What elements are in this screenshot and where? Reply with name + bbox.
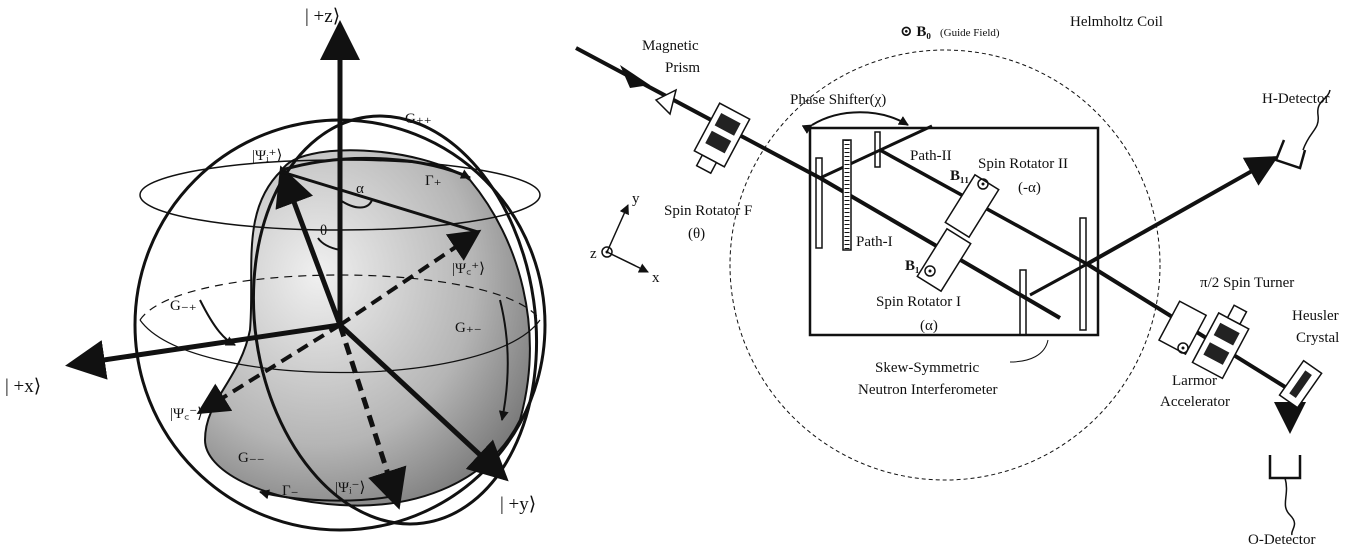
interferometer-label-2: Neutron Interferometer <box>858 382 998 398</box>
incoming-beam-arrow <box>620 65 650 88</box>
crystal-label: Crystal <box>1296 330 1339 346</box>
psi-f-plus-vector <box>338 229 482 327</box>
plate-1 <box>815 157 823 249</box>
bloch-sphere-diagram: | +z⟩ | +x⟩ | +y⟩ |Ψᵢ⁺⟩ |Ψ꜀⁺⟩ |Ψ꜀⁻⟩ |Ψᵢ⁻… <box>5 6 547 532</box>
psi-f-plus-label: |Ψ꜀⁺⟩ <box>452 261 485 277</box>
magnetic-prism <box>654 88 678 116</box>
b-ii-field-symbol <box>977 178 989 190</box>
spin-rotator-f-label: Spin Rotator F <box>664 203 752 219</box>
h-beam <box>1086 156 1279 266</box>
alpha-label: α <box>356 181 364 197</box>
theta-label: θ <box>320 223 327 239</box>
b-i-label: B₁ <box>905 258 920 274</box>
axis-y-label: | +y⟩ <box>500 494 536 515</box>
Gamma-minus-label: Γ₋ <box>282 483 299 499</box>
equator-back <box>139 274 541 321</box>
gamma-plus-path <box>281 156 471 180</box>
Gamma-plus-label: Γ₊ <box>425 173 442 189</box>
spin-rotator-ii-label: Spin Rotator II <box>978 156 1068 172</box>
b-ii-label: B₁₁ <box>950 168 969 184</box>
path-ii-label: Path-II <box>910 148 952 164</box>
spin-turner-label: π/2 Spin Turner <box>1200 275 1294 291</box>
spin-rotator-f <box>693 102 751 175</box>
o-detector-label: O-Detector <box>1248 532 1315 547</box>
spin-rotator-f-angle: (θ) <box>688 226 705 242</box>
guide-field-symbol: ⊙ B₀ <box>900 24 931 40</box>
interferometer-label-1: Skew-Symmetric <box>875 360 979 376</box>
path-ii-beam <box>819 124 933 180</box>
plate-4 <box>1079 217 1087 331</box>
psi-i-minus-vector <box>337 324 407 510</box>
b-i-field-symbol <box>924 265 936 277</box>
G-pp-label: G₊₊ <box>405 111 432 127</box>
plate-2 <box>874 131 881 168</box>
accelerator-label: Accelerator <box>1160 394 1230 410</box>
coord-x-label: x <box>652 270 660 286</box>
prism-label: Prism <box>665 60 700 76</box>
psi-i-plus-to-f-plus-chord <box>281 170 479 234</box>
G-minus-plus-arc <box>199 299 236 346</box>
axis-z-label: | +z⟩ <box>305 6 340 27</box>
phase-shifter-label: Phase Shifter(χ) <box>790 92 886 108</box>
interferometer-box <box>808 126 1100 337</box>
b-i-field-dot <box>928 269 932 273</box>
psi-i-minus-label: |Ψᵢ⁻⟩ <box>335 480 365 496</box>
spin-rotator-i-label: Spin Rotator I <box>876 294 961 310</box>
larmor-label: Larmor <box>1172 373 1217 389</box>
spin-rotator-ii-box <box>944 173 1000 239</box>
spin-rotator-ii-angle: (-α) <box>1018 180 1041 196</box>
heusler-crystal <box>1278 359 1323 409</box>
coord-z-label: z <box>590 246 597 262</box>
larmor-field-dot <box>1181 346 1185 350</box>
psi-i-plus-label: |Ψᵢ⁺⟩ <box>252 148 282 164</box>
helmholtz-coil-circle <box>729 49 1161 481</box>
alpha-arc <box>339 199 373 209</box>
psi-f-minus-label: |Ψ꜀⁻⟩ <box>170 406 203 422</box>
interferometer-setup-diagram: Magnetic Prism ⊙ B₀ (Guide Field) Helmho… <box>575 14 1339 547</box>
x-axis <box>65 322 341 380</box>
coord-y-label: y <box>632 191 640 207</box>
path-i-label: Path-I <box>856 234 893 250</box>
h-detector <box>1274 89 1331 170</box>
plate-3 <box>1019 269 1027 336</box>
axis-x-label: | +x⟩ <box>5 376 41 397</box>
larmor-field-symbol <box>1177 342 1189 354</box>
y-axis <box>338 323 509 482</box>
G-pm-label: G₊₋ <box>455 320 482 336</box>
guide-field-note: (Guide Field) <box>940 27 1000 39</box>
G-mm-label: G₋₋ <box>238 450 265 466</box>
incoming-beam <box>575 46 821 180</box>
G-plus-minus-arc <box>498 299 509 421</box>
phase-shifter-rotation-arrow <box>801 111 909 134</box>
psi-i-plus-vector <box>275 165 343 326</box>
coordinate-axes <box>601 204 649 273</box>
recombined-low <box>1029 262 1088 297</box>
o-detector <box>1268 455 1302 536</box>
h-detector-label: H-Detector <box>1262 91 1329 107</box>
psi-f-minus-vector <box>196 323 342 415</box>
spin-rotator-i-angle: (α) <box>920 318 938 334</box>
magnetic-label: Magnetic <box>642 38 699 54</box>
heusler-label: Heusler <box>1292 308 1339 324</box>
spin-turner-assembly <box>1157 300 1250 380</box>
interferometer-leader <box>1009 339 1049 363</box>
b-ii-field-dot <box>981 182 985 186</box>
theta-arc <box>317 237 341 251</box>
helmholtz-label: Helmholtz Coil <box>1070 14 1163 30</box>
G-mp-label: G₋₊ <box>170 298 197 314</box>
